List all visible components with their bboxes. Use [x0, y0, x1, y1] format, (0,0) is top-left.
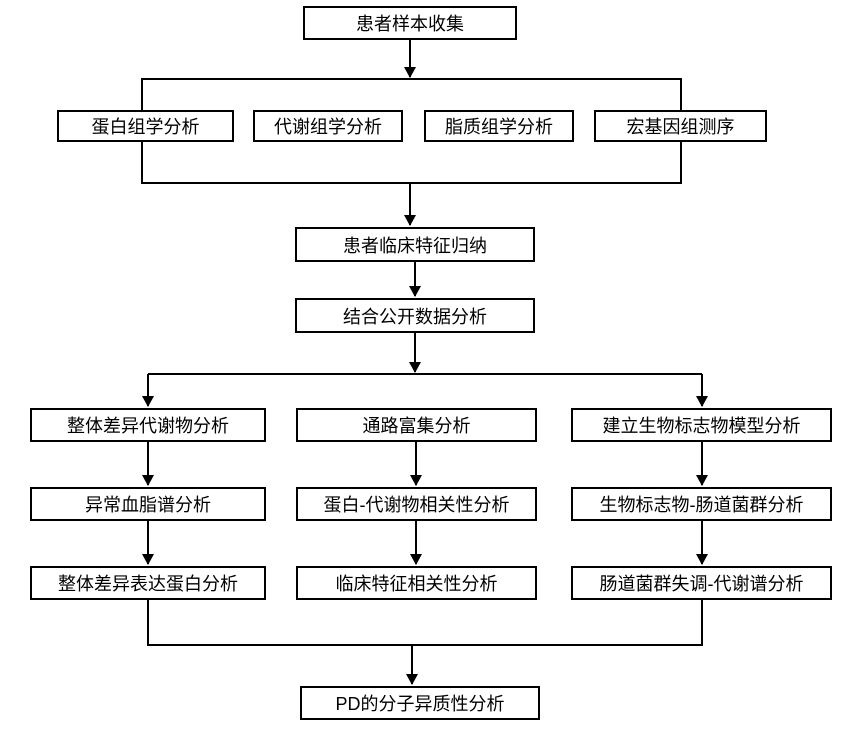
node-pathway-enrichment-analysis: 通路富集分析 [296, 408, 537, 442]
node-metabolomics-analysis: 代谢组学分析 [253, 110, 403, 142]
node-abnormal-lipid-profile-analysis: 异常血脂谱分析 [30, 487, 266, 521]
node-proteomics-analysis: 蛋白组学分析 [57, 110, 234, 142]
node-public-data-analysis: 结合公开数据分析 [295, 298, 535, 333]
node-biomarker-model-analysis: 建立生物标志物模型分析 [571, 408, 832, 442]
node-dysbiosis-metabolic-profile: 肠道菌群失调-代谢谱分析 [571, 566, 832, 600]
edge-merge2 [147, 600, 703, 646]
node-lipidomics-analysis: 脂质组学分析 [424, 110, 574, 142]
node-metagenomic-sequencing: 宏基因组测序 [594, 110, 767, 142]
node-pd-molecular-heterogeneity: PD的分子异质性分析 [300, 686, 540, 720]
node-biomarker-gut-microbiota: 生物标志物-肠道菌群分析 [571, 487, 832, 521]
node-clinical-feature-correlation: 临床特征相关性分析 [296, 566, 537, 600]
node-differential-metabolite-analysis: 整体差异代谢物分析 [30, 408, 266, 442]
edge-merge1 [141, 142, 682, 184]
node-differential-protein-analysis: 整体差异表达蛋白分析 [30, 566, 266, 600]
node-protein-metabolite-correlation: 蛋白-代谢物相关性分析 [296, 487, 537, 521]
node-patient-sample-collection: 患者样本收集 [303, 6, 517, 40]
edge-branch1-left [141, 78, 682, 110]
node-clinical-feature-summary: 患者临床特征归纳 [295, 227, 535, 262]
